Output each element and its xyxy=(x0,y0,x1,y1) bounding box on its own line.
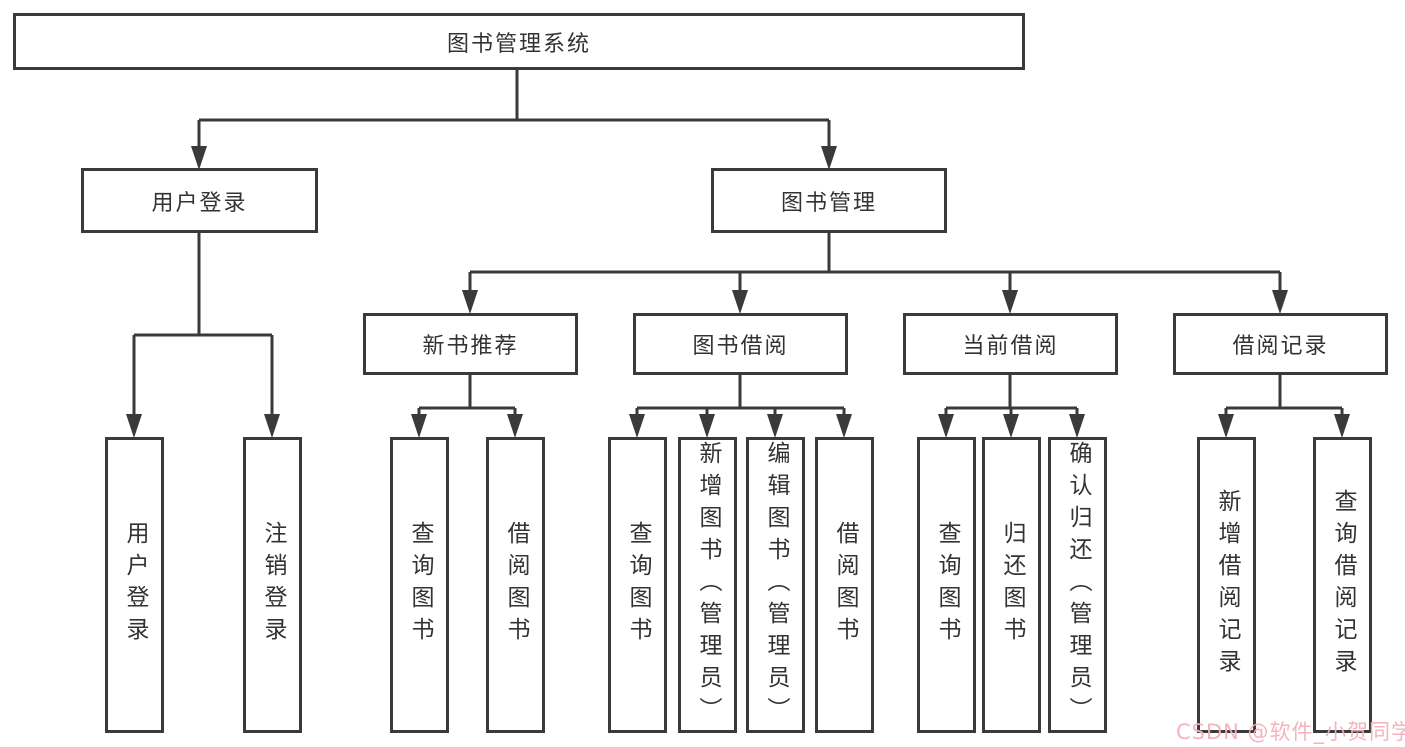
leaf-query-books-recommend: 查询图书 xyxy=(390,437,449,733)
leaf-add-book-admin: 新增图书（管理员） xyxy=(678,437,737,733)
leaf-add-borrow-record: 新增借阅记录 xyxy=(1197,437,1256,733)
leaf-query-books-current: 查询图书 xyxy=(917,437,976,733)
connector-book-management-to-level3 xyxy=(462,233,1288,314)
connector-book-borrow-to-leaves xyxy=(629,375,852,438)
csdn-watermark: CSDN @软件_小贺同学 xyxy=(1176,720,1405,744)
node-new-book-recommend: 新书推荐 xyxy=(363,313,578,375)
leaf-confirm-return-admin: 确认归还（管理员） xyxy=(1048,437,1107,733)
node-book-borrow: 图书借阅 xyxy=(633,313,848,375)
leaf-borrow-books-recommend: 借阅图书 xyxy=(486,437,545,733)
node-book-management: 图书管理 xyxy=(711,168,947,233)
connector-current-borrow-to-leaves xyxy=(938,375,1085,438)
connector-user-login-to-leaves xyxy=(126,233,280,438)
leaf-user-login: 用户登录 xyxy=(105,437,164,733)
connector-root-to-level2 xyxy=(191,70,837,170)
node-user-login: 用户登录 xyxy=(81,168,318,233)
leaf-logout: 注销登录 xyxy=(243,437,302,733)
leaf-borrow-books-borrow: 借阅图书 xyxy=(815,437,874,733)
connector-borrow-record-to-leaves xyxy=(1218,375,1350,438)
connector-new-book-to-leaves xyxy=(411,375,523,438)
leaf-edit-book-admin: 编辑图书（管理员） xyxy=(746,437,805,733)
leaf-query-books-borrow: 查询图书 xyxy=(608,437,667,733)
node-root-system: 图书管理系统 xyxy=(13,13,1025,70)
node-borrow-records: 借阅记录 xyxy=(1173,313,1388,375)
leaf-return-book: 归还图书 xyxy=(982,437,1041,733)
node-current-borrow: 当前借阅 xyxy=(903,313,1118,375)
leaf-query-borrow-record: 查询借阅记录 xyxy=(1313,437,1372,733)
